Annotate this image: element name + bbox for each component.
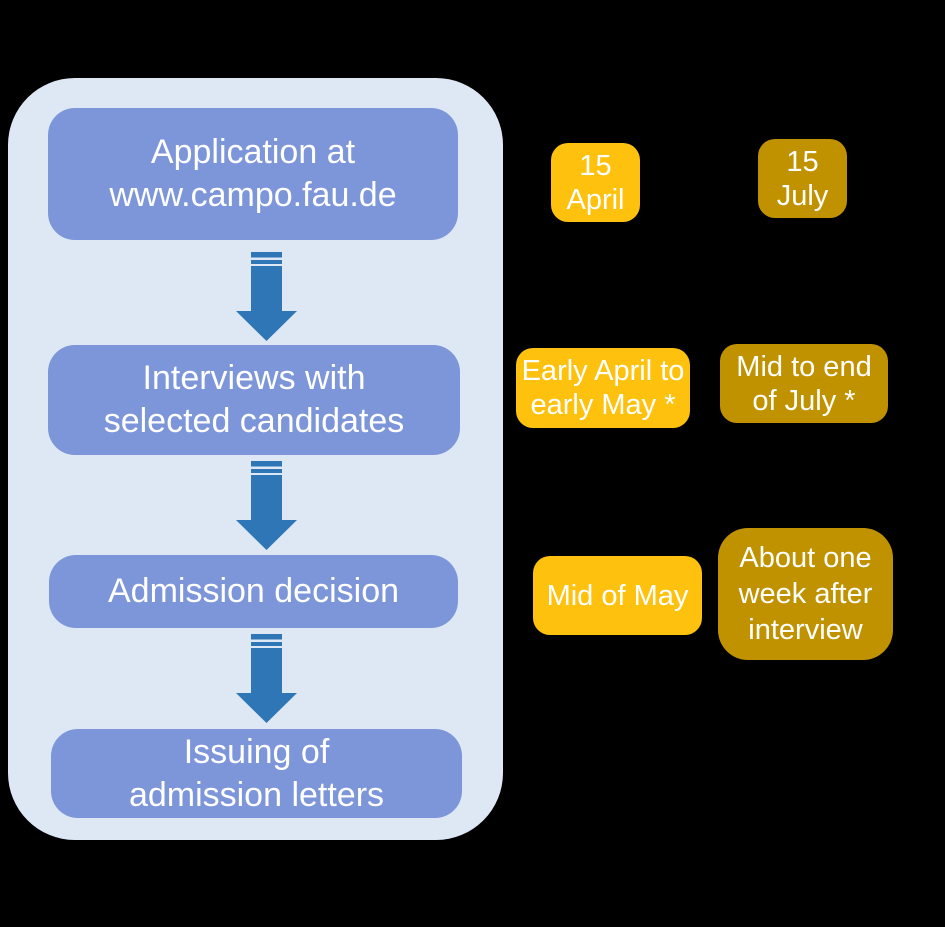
badge-label-line: interview (748, 614, 863, 646)
badge-label-line: 15 (786, 145, 819, 178)
flow-step-application: Application at www.campo.fau.de (48, 108, 458, 240)
badge-label-line: of July * (752, 384, 856, 417)
flow-step-admission-decision: Admission decision (49, 555, 458, 628)
gold-date-badge-interviews: Mid to end of July * (720, 344, 888, 423)
step-label-line: Admission decision (107, 572, 400, 610)
badge-label-line: Mid of May (546, 579, 689, 612)
step-label-line: selected candidates (103, 402, 405, 440)
step-label-line: Application at (150, 133, 356, 171)
yellow-date-badge-interviews: Early April to early May * (516, 348, 690, 428)
flow-step-admission-letters: Issuing of admission letters (51, 729, 462, 818)
badge-label-line: July (776, 179, 829, 212)
step-label-line: www.campo.fau.de (109, 176, 397, 214)
badge-label-line: 15 (579, 149, 612, 182)
down-arrow-icon (236, 461, 297, 550)
step-label-line: Interviews with (142, 359, 366, 397)
badge-label-line: Mid to end (736, 350, 872, 383)
badge-label-line: week after (738, 578, 873, 610)
badge-label-line: early May * (530, 389, 676, 421)
gold-date-badge-decision: About one week after interview (718, 528, 893, 660)
badge-label-line: Early April to (521, 355, 685, 387)
yellow-date-badge-application: 15 April (551, 143, 640, 222)
badge-label-line: April (566, 183, 625, 216)
step-label-line: admission letters (128, 775, 385, 814)
gold-date-badge-application: 15 July (758, 139, 847, 218)
badge-label-line: About one (739, 542, 872, 574)
down-arrow-icon (236, 634, 297, 723)
down-arrow-icon (236, 252, 297, 341)
yellow-date-badge-decision: Mid of May (533, 556, 702, 635)
step-label-line: Issuing of (183, 732, 330, 771)
flow-step-interviews: Interviews with selected candidates (48, 345, 460, 455)
